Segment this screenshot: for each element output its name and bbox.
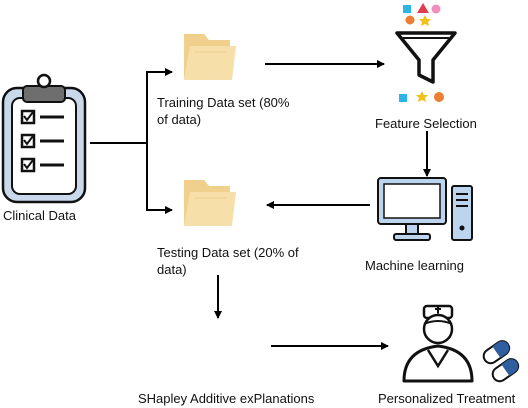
training-folder-icon (184, 34, 236, 80)
connectors (90, 60, 431, 350)
testing-folder-icon (184, 180, 236, 226)
arrow-split-to-testing (146, 143, 173, 214)
training-data-label: Training Data set (80% of data) (157, 95, 290, 127)
testing-data-label: Testing Data set (20% of data) (157, 245, 299, 277)
arrow-split-to-training (146, 68, 173, 143)
machine-learning-label: Machine learning (365, 258, 465, 273)
doctor-pills-icon (402, 304, 520, 383)
funnel-filter-icon (395, 3, 457, 102)
shap-logo-icon (198, 318, 258, 372)
desktop-computer-icon (377, 177, 473, 241)
clipboard-checklist-icon (1, 73, 87, 204)
personalized-treatment-label: Personalized Treatment (378, 391, 516, 406)
clinical-data-label: Clinical Data (3, 208, 76, 223)
feature-selection-label: Feature Selection (375, 116, 477, 131)
shap-label: SHapley Additive exPlanations (138, 391, 315, 406)
